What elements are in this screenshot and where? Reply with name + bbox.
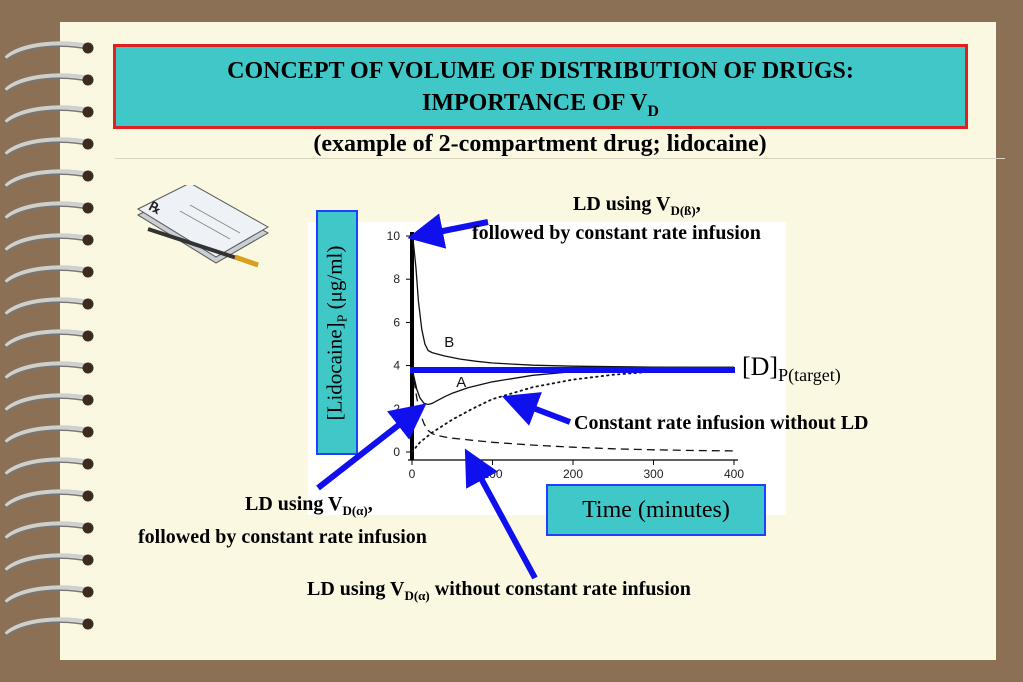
spiral-ring (4, 425, 89, 444)
spiral-ring-shadow (5, 173, 89, 189)
binding-hole (82, 170, 94, 182)
spiral-ring (4, 489, 89, 508)
binding-hole (82, 74, 94, 86)
label-ld-beta: LD using VD(ß), (573, 193, 701, 218)
label-ld-beta-line2: followed by constant rate infusion (472, 222, 761, 244)
spiral-ring-shadow (5, 525, 89, 541)
spiral-ring-shadow (5, 557, 89, 573)
spiral-ring (4, 105, 89, 124)
x-tick-label: 300 (643, 467, 663, 481)
prescription-pad-icon: ℞ (136, 185, 270, 268)
spiral-ring-shadow (5, 269, 89, 285)
x-axis-label: Time (minutes) (582, 497, 730, 523)
spiral-ring-shadow (5, 333, 89, 349)
curve-label-b: B (444, 334, 454, 351)
binding-hole (82, 42, 94, 54)
spiral-ring (4, 169, 89, 188)
label-ld-alpha-line2: followed by constant rate infusion (138, 526, 427, 548)
binding-hole (82, 266, 94, 278)
y-tick-label: 0 (393, 445, 400, 459)
spiral-ring-shadow (5, 45, 89, 61)
spiral-ring (4, 233, 89, 252)
spiral-ring (4, 617, 89, 636)
binding-hole (82, 202, 94, 214)
spiral-ring (4, 41, 89, 60)
x-axis-label-box: Time (minutes) (546, 484, 766, 536)
spiral-ring (4, 137, 89, 156)
spiral-ring (4, 361, 89, 380)
arrow-ld-alpha-no-infusion (464, 448, 538, 580)
y-tick-label: 8 (393, 272, 400, 286)
label-ld-alpha: LD using VD(α), (245, 493, 373, 518)
title-line-2: IMPORTANCE OF VD (422, 90, 659, 120)
spiral-ring (4, 457, 89, 476)
spiral-ring (4, 329, 89, 348)
spiral-ring (4, 73, 89, 92)
spiral-ring (4, 521, 89, 540)
spiral-ring-shadow (5, 141, 89, 157)
curve-label-a: A (456, 374, 466, 391)
spiral-ring-shadow (5, 77, 89, 93)
arrow-infusion-no-ld (501, 392, 572, 426)
binding-hole (82, 394, 94, 406)
binding-hole (82, 458, 94, 470)
spiral-ring-shadow (5, 589, 89, 605)
binding-hole (82, 586, 94, 598)
y-tick-label: 10 (387, 229, 401, 243)
binding-hole (82, 618, 94, 630)
spiral-binding (4, 41, 94, 637)
binding-hole (82, 234, 94, 246)
binding-hole (82, 554, 94, 566)
title-line-1: CONCEPT OF VOLUME OF DISTRIBUTION OF DRU… (227, 58, 854, 84)
series-line-b (411, 235, 735, 368)
binding-hole (82, 138, 94, 150)
label-target-level: [D]P(target) (742, 352, 841, 386)
x-tick-label: 200 (563, 467, 583, 481)
spiral-ring-shadow (5, 621, 89, 637)
spiral-ring (4, 585, 89, 604)
spiral-ring (4, 553, 89, 572)
x-tick-label: 0 (409, 467, 416, 481)
binding-hole (82, 106, 94, 118)
binding-hole (82, 362, 94, 374)
binding-hole (82, 298, 94, 310)
binding-hole (82, 330, 94, 342)
spiral-ring (4, 201, 89, 220)
spiral-ring-shadow (5, 109, 89, 125)
y-tick-label: 4 (393, 359, 400, 373)
spiral-ring-shadow (5, 397, 89, 413)
x-tick-label: 400 (724, 467, 744, 481)
subtitle: (example of 2-compartment drug; lidocain… (313, 131, 767, 157)
spiral-ring-shadow (5, 461, 89, 477)
page-divider (115, 158, 1005, 159)
spiral-ring-shadow (5, 493, 89, 509)
y-tick-label: 6 (393, 315, 400, 329)
spiral-ring-shadow (5, 237, 89, 253)
binding-hole (82, 522, 94, 534)
spiral-ring-shadow (5, 429, 89, 445)
spiral-ring (4, 265, 89, 284)
spiral-ring (4, 393, 89, 412)
arrow-ld-beta (407, 213, 489, 249)
spiral-ring-shadow (5, 205, 89, 221)
arrow-ld-alpha (316, 403, 427, 491)
label-ld-alpha-no-infusion: LD using VD(α) without constant rate inf… (307, 578, 691, 603)
spiral-ring (4, 297, 89, 316)
binding-hole (82, 426, 94, 438)
label-infusion-no-ld: Constant rate infusion without LD (574, 412, 869, 434)
binding-hole (82, 490, 94, 502)
spiral-ring-shadow (5, 301, 89, 317)
spiral-ring-shadow (5, 365, 89, 381)
y-axis-label-box: [Lidocaine]P (μg/ml) (316, 210, 358, 455)
title-box: CONCEPT OF VOLUME OF DISTRIBUTION OF DRU… (113, 44, 968, 129)
